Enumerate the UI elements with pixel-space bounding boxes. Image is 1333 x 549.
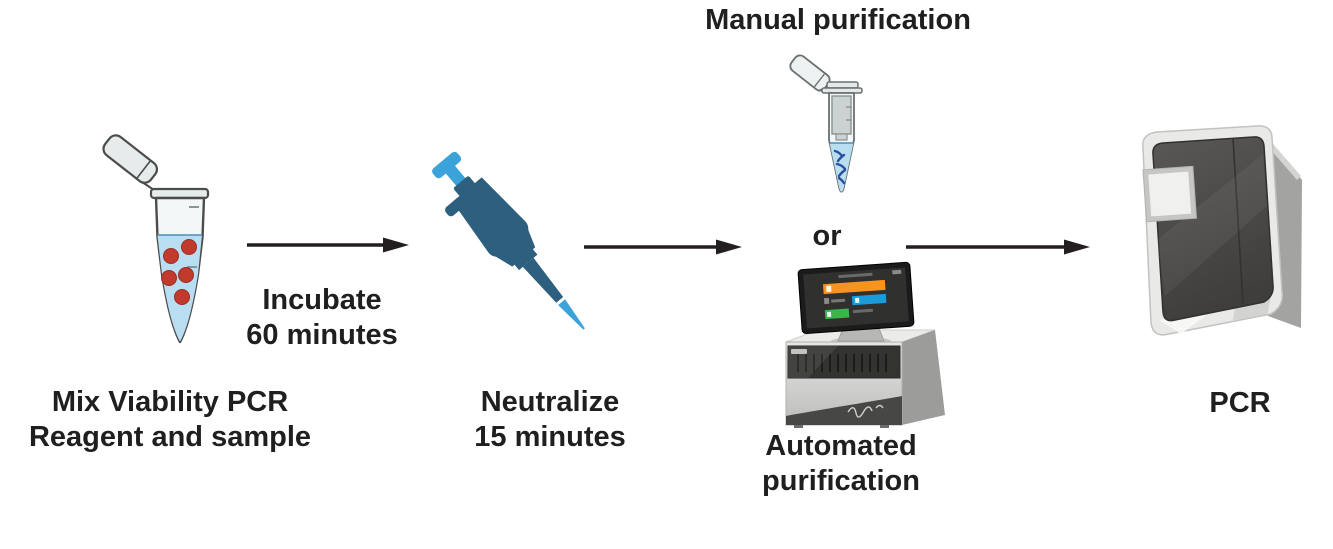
machine-side-face [902,330,945,425]
mix-caption-line1: Mix Viability PCR [51,386,289,418]
sample-tube-icon [102,134,210,344]
mix-caption-line2: Reagent and sample [28,421,312,453]
pipette-icon [432,151,585,330]
manual-purification-title: Manual purification [705,4,971,36]
neutralize-caption-line2: 15 minutes [474,421,626,453]
mix-step-caption: Mix Viability PCR Reagent and sample [15,385,325,455]
pcr-caption: PCR [1209,387,1271,419]
arrow-right-icon [247,237,409,253]
sample-dots [161,239,197,305]
incubate-caption-line1: Incubate [262,284,382,316]
arrow-right-icon [584,239,742,255]
machine-script-logo [847,404,884,418]
automated-purification-title: Automated purification [762,430,920,497]
neutralize-caption: Neutralize 15 minutes [450,385,650,455]
screen-bar-orange [822,279,886,295]
tube-cap [102,134,159,184]
pcr-instrument-icon [1142,125,1302,336]
automated-purifier-icon [785,261,945,428]
screen-bar-blue [851,293,887,306]
or-label: or [812,220,842,252]
arrow-right-icon [906,239,1090,255]
neutralize-caption-line1: Neutralize [480,386,620,418]
machine-logo [791,349,807,354]
machine-accent-swoosh [786,396,902,425]
tube-rim [826,81,859,89]
spin-column-tube-icon [789,54,863,193]
pipette-shaft [522,257,564,303]
pipette-plunger [432,151,462,179]
pipette-body [452,177,536,267]
tube-liquid [829,143,854,192]
incubate-caption: Incubate 60 minutes [222,283,422,353]
pcr-window [1142,165,1198,223]
spin-column-insert [831,95,852,135]
incubate-caption-line2: 60 minutes [246,319,398,351]
tube-rim [149,187,210,200]
pipette-tip [558,299,585,330]
tablet-screen [797,261,915,334]
dna-strands [833,149,847,185]
